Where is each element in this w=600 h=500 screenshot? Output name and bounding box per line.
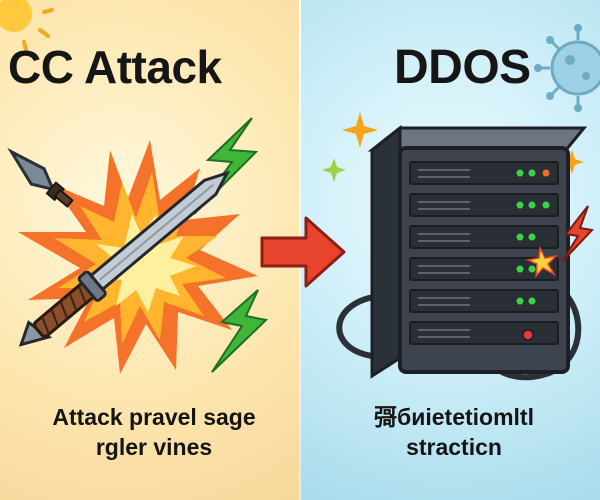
- ddos-title: DDOS: [394, 41, 531, 94]
- cc-attack-title: CC Attack: [8, 41, 222, 93]
- sun-icon: [0, 0, 54, 52]
- cc-attack-caption: Attack pravel sage rgler vines: [14, 402, 294, 462]
- virus-icon: [534, 24, 600, 112]
- ddos-caption: 彁биietetiomltl stracticn: [336, 402, 572, 462]
- caption-line: stracticn: [406, 434, 502, 460]
- server-icon: [367, 124, 595, 379]
- sword-icon: [18, 170, 231, 347]
- caption-line: Attack pravel sage: [52, 404, 256, 430]
- sparkle-icon: [322, 112, 584, 182]
- caption-line: rgler vines: [95, 434, 213, 460]
- caption-line: 彁биietetiomltl: [374, 404, 534, 430]
- arrow-icon: [260, 216, 346, 288]
- dagger-icon: [7, 147, 74, 208]
